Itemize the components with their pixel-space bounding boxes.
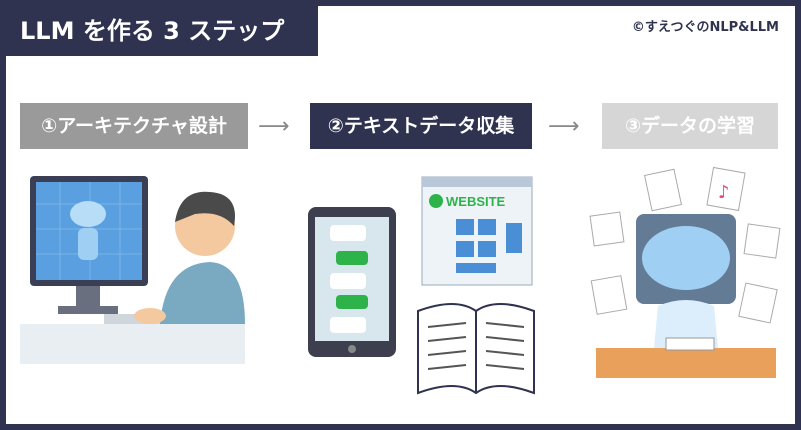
desk: [20, 324, 245, 364]
canvas: LLM を作る 3 ステップ ©すえつぐのNLP&LLM ①アーキテクチャ設計 …: [6, 6, 795, 424]
monitor-base: [58, 306, 118, 314]
body-hologram: [78, 228, 98, 260]
page-title: LLM を作る 3 ステップ: [6, 6, 318, 56]
website-blocks: [456, 219, 522, 273]
study-desk: [596, 348, 776, 378]
chat-bubble-green: [336, 251, 368, 265]
step-text-data-collection: ②テキストデータ収集: [310, 103, 532, 149]
browser-bar: [422, 177, 532, 187]
monitor-stand: [76, 286, 100, 308]
arrow-1: ⟶: [258, 114, 290, 139]
chat-bubble: [330, 273, 366, 289]
floating-documents: [589, 166, 781, 324]
step-data-training: ③データの学習: [602, 103, 778, 149]
website-label: WEBSITE: [446, 194, 506, 209]
study-book: [665, 337, 715, 351]
training-illustration: ♪: [589, 166, 781, 378]
person-hair: [175, 191, 235, 226]
person-hand: [134, 308, 166, 324]
step-architecture-design: ①アーキテクチャ設計: [20, 103, 248, 149]
chat-bubble: [330, 225, 366, 241]
brain-icon: [642, 226, 730, 290]
text-data-illustration: WEBSITE: [308, 176, 535, 395]
chat-bubble-green: [336, 295, 368, 309]
robot-body: [654, 300, 718, 348]
person-body: [160, 262, 245, 324]
website-logo-icon: [429, 194, 443, 208]
arrow-2: ⟶: [548, 114, 580, 139]
book-text-lines: [427, 322, 525, 370]
chat-bubble: [330, 317, 366, 333]
copyright-text: ©すえつぐのNLP&LLM: [631, 20, 779, 35]
brain-icon: [70, 201, 106, 227]
phone-button: [348, 345, 356, 353]
music-note-icon: ♪: [718, 182, 730, 203]
architect-illustration: [20, 176, 245, 364]
